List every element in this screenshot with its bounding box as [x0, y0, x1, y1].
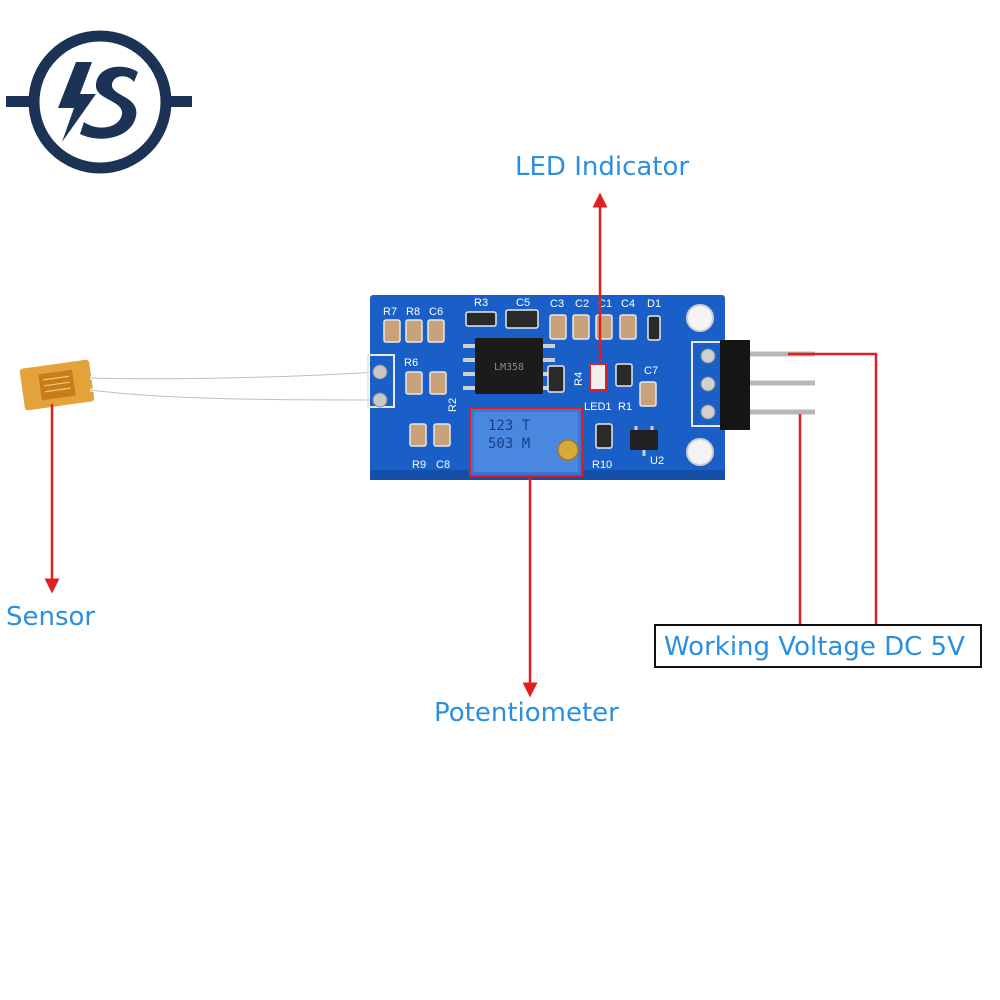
silk-c4: C4	[621, 298, 635, 310]
pot-marking-line1: 123 T	[488, 418, 531, 434]
led-indicator-label: LED Indicator	[515, 152, 690, 182]
callout-arrows	[44, 192, 878, 698]
silk-d1: D1	[647, 298, 661, 310]
silk-c3: C3	[550, 298, 564, 310]
silk-c5: C5	[516, 297, 530, 309]
silk-r8: R8	[406, 306, 420, 318]
working-voltage-label: Working Voltage DC 5V	[654, 624, 982, 668]
brand-logo-icon	[6, 30, 192, 174]
pcb-board: LM358 123	[367, 295, 815, 480]
voltage-line-top	[788, 352, 878, 626]
silk-c2: C2	[575, 298, 589, 310]
silk-c1: C1	[598, 298, 612, 310]
silk-r9: R9	[412, 459, 426, 471]
silk-c7: C7	[644, 365, 658, 377]
strain-gauge-sensor	[19, 359, 379, 411]
silk-u2: U2	[650, 455, 664, 467]
silk-r10: R10	[592, 459, 612, 471]
silk-r6: R6	[404, 357, 418, 369]
silk-c8: C8	[436, 459, 450, 471]
sensor-label: Sensor	[6, 602, 96, 632]
silk-led1: LED1	[584, 401, 612, 413]
silk-r2: R2	[447, 398, 459, 412]
silk-r3: R3	[474, 297, 488, 309]
chip-marking: LM358	[494, 362, 524, 373]
silk-c6: C6	[429, 306, 443, 318]
silk-r1: R1	[618, 401, 632, 413]
silk-r4: R4	[573, 372, 585, 386]
potentiometer-label: Potentiometer	[434, 698, 619, 728]
silk-r7: R7	[383, 306, 397, 318]
pot-marking-line2: 503 M	[488, 436, 530, 452]
